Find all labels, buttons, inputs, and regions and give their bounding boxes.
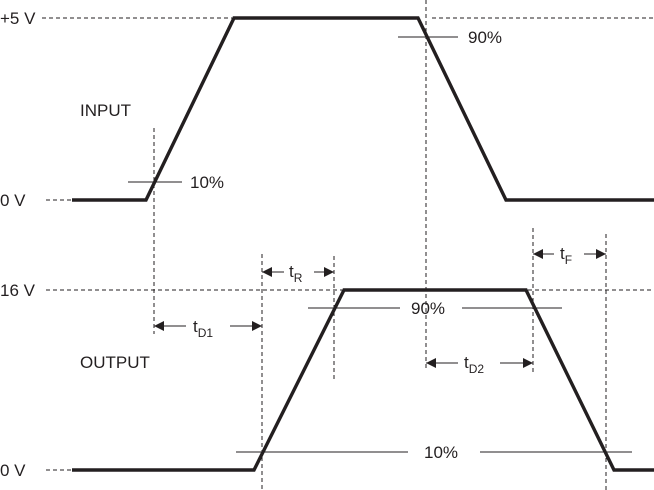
output-waveform [72,288,654,472]
tf-label: tF [560,244,572,267]
td2-left-arrow [426,358,436,368]
timing-td2: tD2 [426,353,533,376]
input-signal-label: INPUT [80,101,131,120]
td1-right-arrow [252,321,262,331]
tr-right-arrow [324,267,334,277]
td2-right-arrow [523,358,533,368]
input-high-level-label: +5 V [0,9,36,28]
td1-left-arrow [154,321,164,331]
output-low-level-label: 0 V [0,461,26,480]
timing-tf: tF [533,244,606,267]
tf-right-arrow [596,249,606,259]
tf-left-arrow [533,249,543,259]
timing-td1: tD1 [154,317,262,340]
td2-label: tD2 [464,353,484,376]
td1-label: tD1 [193,317,213,340]
input-waveform [72,16,654,202]
tr-left-arrow [262,267,272,277]
input-90pct-label: 90% [468,28,502,47]
output-signal-label: OUTPUT [80,353,150,372]
tr-label: tR [289,262,303,285]
output-10pct-label: 10% [424,443,458,462]
input-low-level-label: 0 V [0,191,26,210]
input-10pct-label: 10% [190,173,224,192]
timing-tr: tR [262,262,334,285]
output-high-level-label: 16 V [0,281,36,300]
output-90pct-label: 90% [411,299,445,318]
